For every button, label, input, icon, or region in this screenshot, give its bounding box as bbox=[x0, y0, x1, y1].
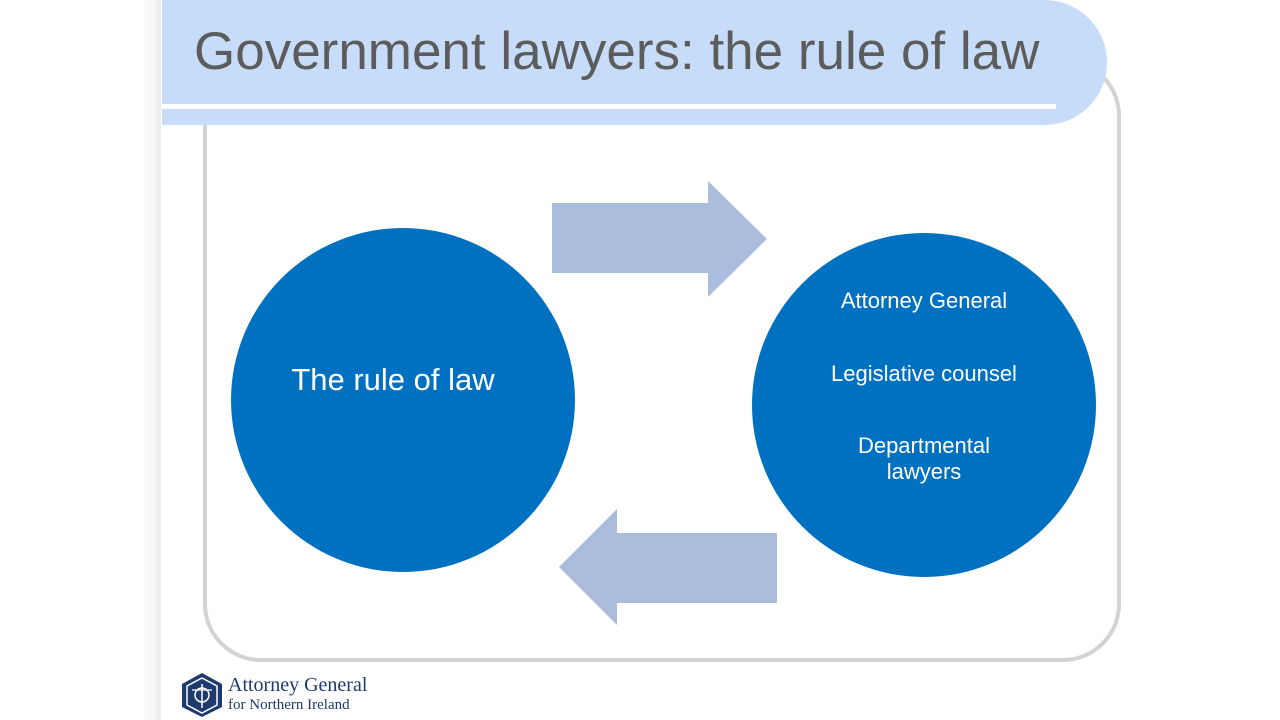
slide-title: Government lawyers: the rule of law bbox=[194, 22, 1040, 81]
legislative-counsel-label: Legislative counsel bbox=[831, 361, 1017, 386]
left-margin bbox=[0, 0, 161, 720]
government-lawyers-circle: Attorney General Legislative counsel Dep… bbox=[752, 233, 1096, 577]
left-edge-line bbox=[156, 0, 161, 720]
departmental-label: Departmental bbox=[857, 433, 991, 458]
attorney-general-label: Attorney General bbox=[840, 288, 1008, 313]
logo-title: Attorney General bbox=[228, 674, 368, 696]
title-underline bbox=[162, 104, 1056, 109]
attorney-general-logo: Attorney General for Northern Ireland bbox=[180, 672, 400, 718]
crest-icon bbox=[182, 673, 222, 717]
logo-subtitle: for Northern Ireland bbox=[228, 697, 350, 713]
arrow-right-icon bbox=[552, 181, 767, 297]
rule-of-law-label: The rule of law bbox=[291, 362, 495, 397]
arrow-left-icon bbox=[559, 509, 777, 625]
lawyers-label: lawyers bbox=[886, 459, 962, 484]
rule-of-law-circle: The rule of law bbox=[231, 228, 575, 572]
